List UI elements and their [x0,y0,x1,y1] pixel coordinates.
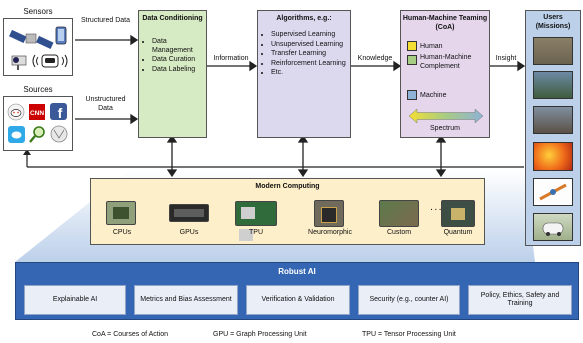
neuromorphic-label: Neuromorphic [308,229,352,236]
smartphone-icon [55,26,67,45]
car-wireless-icon [32,54,68,68]
list-item: Reinforcement Learning [271,60,347,69]
list-item: Supervised Learning [271,31,347,40]
satellite-icon [9,29,54,50]
knowledge-label: Knowledge [357,55,393,62]
robust-ai-panel: Robust AI Explainable AI Metrics and Bia… [15,262,579,320]
custom-label: Custom [386,229,412,236]
hmt-legend-complement: Human-Machine Complement [407,54,487,71]
hmt-box: Human-Machine Teaming (CoA) Human Human-… [400,10,490,138]
search-icon [29,126,45,143]
gpu-item: GPUs [166,200,214,240]
metrics-bias-box: Metrics and Bias Assessment [134,285,238,315]
analysts-photo [533,71,573,99]
operations-center-photo [533,106,573,134]
cnn-text: CNN [30,110,44,117]
modern-computing-title: Modern Computing [255,183,320,190]
gpu-label: GPUs [179,229,199,236]
modern-computing-box: Modern Computing CPUs GPUs TPU Neuromorp… [90,178,485,245]
unstructured-data-label: Unstructured Data [85,96,126,112]
custom-item: Custom [375,200,423,240]
hmt-legend-label: Human [420,42,443,50]
spectrum-label: Spectrum [430,125,460,132]
heatmap-image [533,142,573,171]
gpu-icon [169,204,209,222]
hmt-title: Human-Machine Teaming (CoA) [402,15,488,31]
tpu-label: TPU [249,229,263,236]
users-box: Users (Missions) [525,10,581,246]
data-conditioning-box: Data Conditioning Data Management Data C… [138,10,207,138]
cpu-icon [106,201,136,225]
medical-device-photo [533,178,573,206]
tpu-icon [235,201,277,241]
spectrum-arrow [409,109,483,123]
sources-box: CNN f [3,96,73,151]
quantum-label: Quantum [443,229,473,236]
list-item: Data Management [152,38,203,55]
feedback-arrowhead [23,149,31,155]
list-item: Data Labeling [152,66,203,75]
algorithms-list: Supervised Learning Unsupervised Learnin… [262,31,347,79]
policy-ethics-box: Policy, Ethics, Safety and Training [468,285,572,315]
explainable-ai-box: Explainable AI [24,285,126,315]
list-item: Etc. [271,69,347,78]
data-conditioning-title: Data Conditioning [142,15,203,22]
data-conditioning-list: Data Management Data Curation Data Label… [143,38,203,75]
cnn-icon: CNN [29,104,45,120]
list-item: Unsupervised Learning [271,41,347,50]
sources-icons: CNN f [7,103,68,143]
wikipedia-icon [50,125,68,143]
footnote-coa: CoA = Courses of Action [92,331,169,338]
sensors-icons [9,26,68,70]
self-driving-car-photo [533,213,573,241]
camera-icon [11,55,27,70]
cpu-label: CPUs [112,229,132,236]
information-label: Information [213,55,249,62]
quantum-chip-icon [441,200,475,227]
twitter-icon [8,126,25,143]
sensors-title: Sensors [23,7,53,16]
svg-text:f: f [58,105,63,121]
list-item: Transfer Learning [271,50,347,59]
insight-label: Insight [495,55,517,62]
cpu-item: CPUs [103,200,145,240]
tpu-item: TPU [232,200,280,241]
security-box: Security (e.g., counter AI) [358,285,460,315]
hmt-legend-label: Human-Machine Complement [420,54,472,70]
algorithms-box: Algorithms, e.g.: Supervised Learning Un… [257,10,351,138]
custom-board-icon [379,200,419,227]
algorithms-title: Algorithms, e.g.: [276,15,332,22]
reddit-icon [7,103,25,121]
machine-swatch [407,90,417,100]
sources-panel: Sources CNN f [3,85,73,151]
list-item: Data Curation [152,56,203,65]
footnote-tpu: TPU = Tensor Processing Unit [362,331,456,338]
hmt-legend-machine: Machine [407,90,487,100]
sensors-panel: Sensors [3,7,73,76]
footnote-gpu: GPU = Graph Processing Unit [213,331,307,338]
more-ellipsis: · · · [430,207,442,214]
facebook-icon: f [50,103,67,121]
robust-ai-title: Robust AI [278,267,316,276]
hmt-legend-label: Machine [420,91,447,99]
neuromorphic-chip-icon [314,200,344,227]
sources-title: Sources [23,85,53,94]
hmt-legend-human: Human [407,41,487,51]
users-title: Users (Missions) [535,14,571,30]
human-swatch [407,41,417,51]
structured-data-label: Structured Data [80,17,131,24]
quantum-item: Quantum [436,200,484,240]
neuromorphic-item: Neuromorphic [305,200,361,240]
soldiers-photo [533,37,573,65]
sensors-box [3,18,73,76]
human-machine-swatch [407,55,417,65]
verification-validation-box: Verification & Validation [246,285,350,315]
